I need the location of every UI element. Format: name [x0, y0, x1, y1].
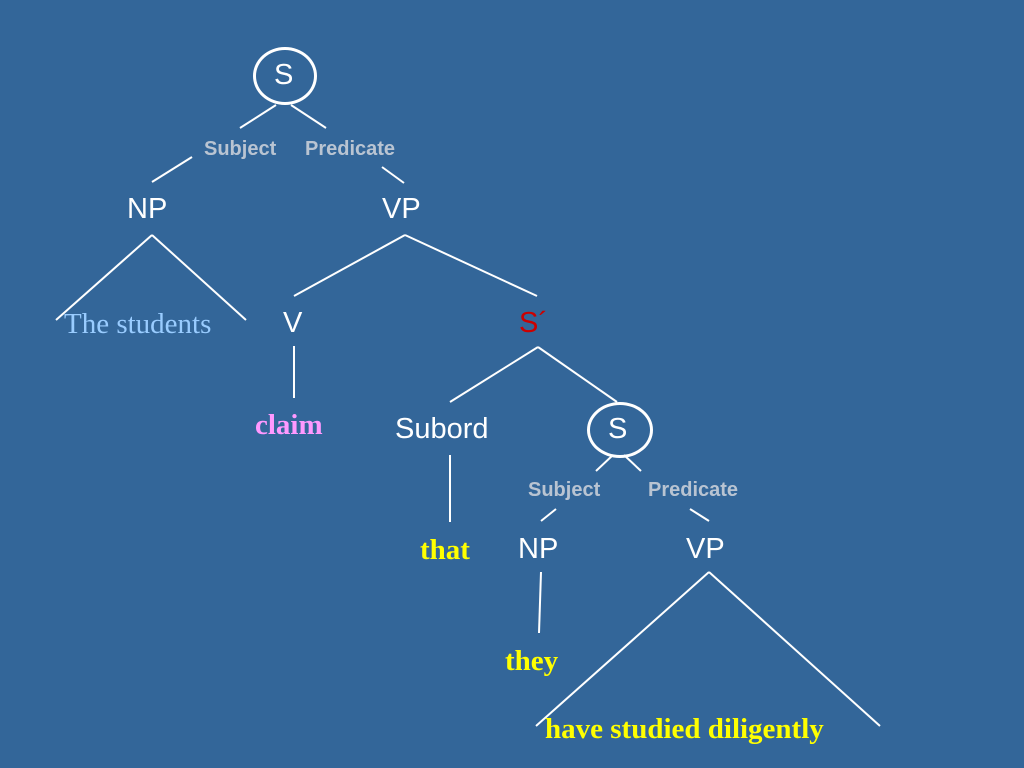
embedded-s-label: S [608, 413, 628, 445]
verb-word-claim: claim [255, 409, 323, 441]
subord-node-label: Subord [395, 413, 489, 445]
root-s-circle [253, 47, 317, 105]
branch-vp-sbar [404, 234, 538, 297]
branch-s2-subject [595, 454, 614, 472]
np-triangle-left [55, 234, 153, 321]
vp-words-have-studied-diligently: have studied diligently [545, 713, 824, 745]
branch-subject2-np [540, 508, 557, 522]
branch-subject-np [151, 156, 193, 183]
vp-triangle-right [708, 571, 881, 727]
branch-sbar-subord [449, 346, 539, 403]
vp-node-label: VP [382, 193, 421, 225]
root-predicate-label: Predicate [305, 138, 396, 160]
np-node-label: NP [127, 193, 168, 225]
root-s-label: S [274, 59, 294, 91]
branch-vp-v [293, 234, 406, 297]
v-node-label: V [283, 307, 303, 339]
branch-np2-they [538, 571, 542, 634]
np-triangle-right [151, 234, 247, 321]
embedded-s-circle [587, 402, 653, 458]
branch-sbar-s [537, 346, 618, 403]
embedded-predicate-label: Predicate [648, 479, 739, 501]
vp-triangle-left [535, 571, 710, 727]
branch-predicate2-vp [689, 508, 710, 522]
branch-s2-predicate [623, 454, 642, 472]
complementizer-word-that: that [420, 534, 470, 566]
embedded-np-label: NP [518, 533, 559, 565]
sbar-node-label: S´ [519, 307, 548, 339]
branch-s-subject [239, 104, 277, 129]
pronoun-word-they: they [505, 645, 559, 677]
branch-s-predicate [290, 104, 327, 129]
branch-predicate-vp [381, 166, 405, 184]
root-subject-label: Subject [204, 138, 277, 160]
embedded-vp-label: VP [686, 533, 725, 565]
embedded-subject-label: Subject [528, 479, 601, 501]
np-words-the-students: The students [64, 308, 212, 340]
